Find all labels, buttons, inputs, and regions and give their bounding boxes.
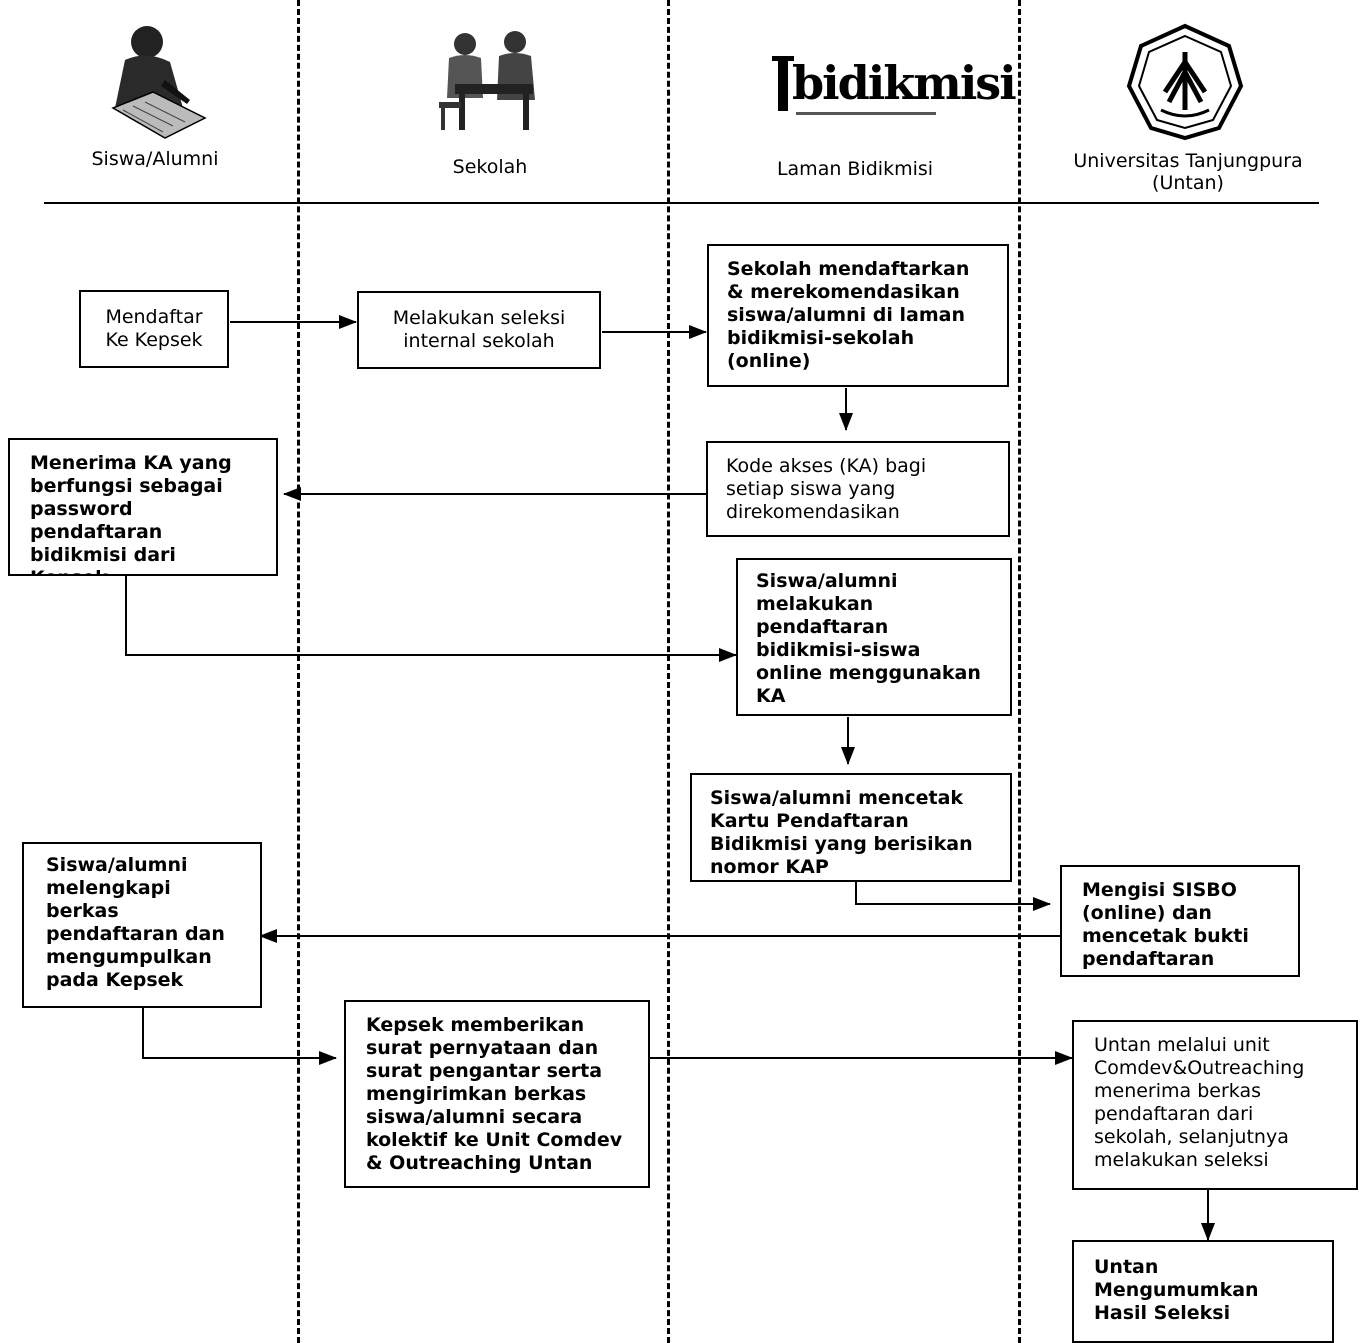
step-pendaftaran-online: Siswa/alumni melakukan pendaftaran bidik… [736,558,1012,716]
step-mengisi-sisbo: Mengisi SISBO (online) dan mencetak bukt… [1060,865,1300,977]
step-cetak-kartu: Siswa/alumni mencetak Kartu Pendaftaran … [690,773,1012,882]
untan-emblem-icon [1126,23,1244,141]
lane-title-untan: Universitas Tanjungpura (Untan) [1073,150,1303,194]
header-rule [44,202,1319,204]
arrow-b9-b10 [142,1008,337,1065]
lane-divider-2 [667,0,670,1343]
lane-divider-3 [1018,0,1021,1343]
step-kepsek-mengirimkan: Kepsek memberikan surat pernyataan dan s… [344,1000,650,1188]
step-untan-mengumumkan: Untan Mengumumkan Hasil Seleksi [1072,1240,1334,1343]
bidikmisi-logo: bidikmisi [770,52,1017,122]
step-menerima-ka: Menerima KA yang berfungsi sebagai passw… [8,438,278,576]
step-sekolah-mendaftarkan: Sekolah mendaftarkan & merekomendasikan … [707,244,1009,387]
lane-divider-1 [297,0,300,1343]
school-meeting-icon [439,31,535,130]
step-melengkapi-berkas: Siswa/alumni melengkapi berkas pendaftar… [22,842,262,1008]
step-seleksi-internal: Melakukan seleksi internal sekolah [357,291,601,369]
arrow-b5-b6 [125,576,737,662]
lane-title-laman: Laman Bidikmisi [776,158,934,180]
graduate-figure-icon [772,56,794,111]
student-writing-icon [111,26,207,139]
step-untan-menerima-berkas: Untan melalui unit Comdev&Outreaching me… [1072,1020,1358,1190]
step-kode-akses: Kode akses (KA) bagi setiap siswa yang d… [706,441,1010,537]
bidikmisi-logo-text: bidikmisi [792,56,1017,110]
arrow-b7-b8 [855,882,1051,911]
lane-title-sekolah: Sekolah [452,156,528,178]
step-mendaftar-ke-kepsek: Mendaftar Ke Kepsek [79,290,229,368]
logo-underline [796,112,936,115]
lane-title-siswa: Siswa/Alumni [91,148,219,170]
